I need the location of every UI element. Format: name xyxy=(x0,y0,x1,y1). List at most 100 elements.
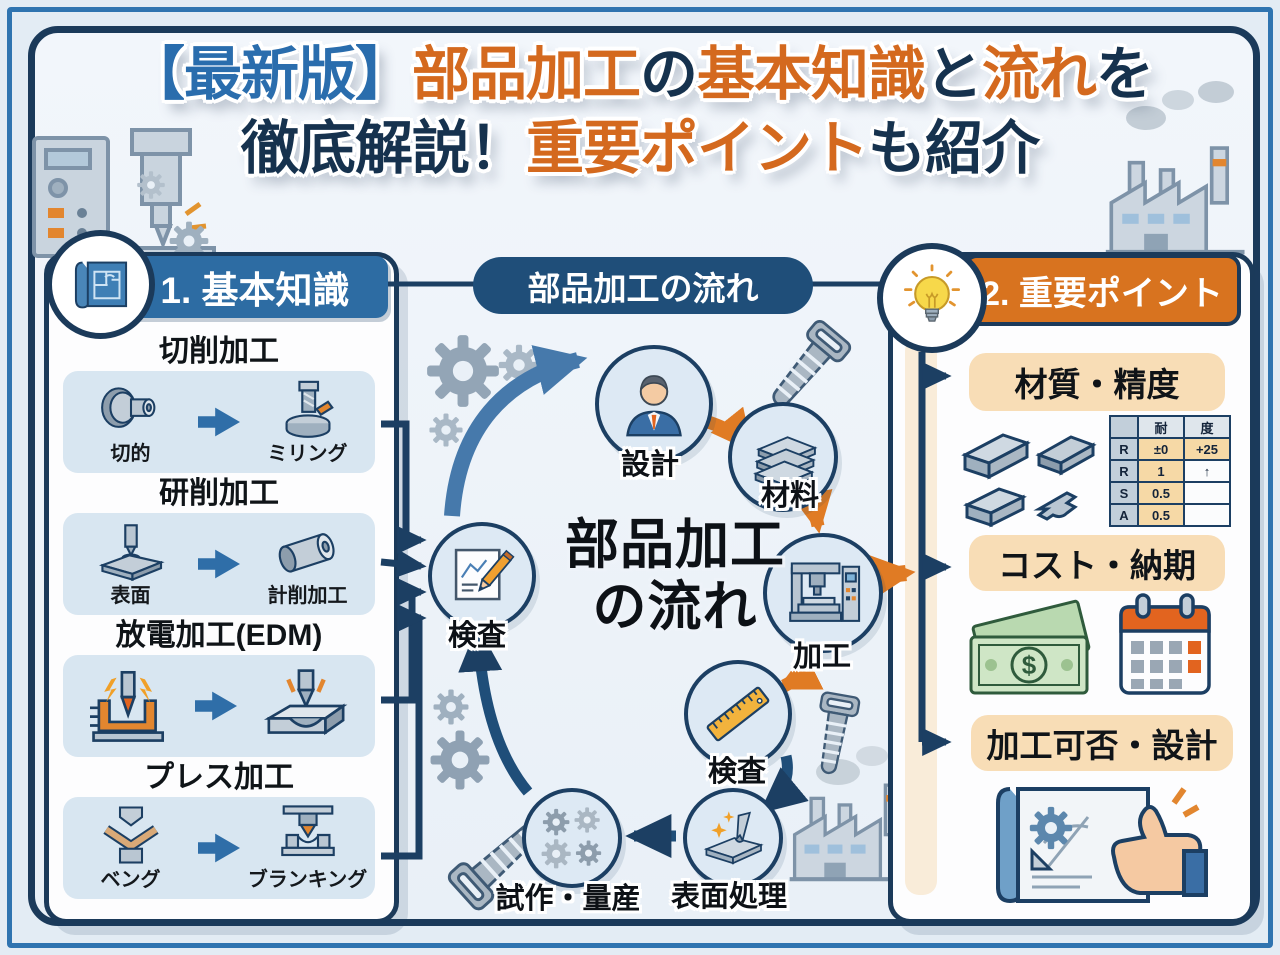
table-cell: 耐 xyxy=(1137,415,1185,439)
surface-polish-icon xyxy=(703,811,764,865)
node-surface-treatment xyxy=(683,788,783,888)
table-row: 耐 度 xyxy=(1109,415,1231,439)
title-segment: と xyxy=(925,42,983,107)
ruler-icon xyxy=(706,686,770,742)
precision-table: 耐 度 R ±0 +25 R 1 ↑ S 0.5 A 0.5 xyxy=(1109,415,1231,527)
edm-workpiece-icon xyxy=(263,669,348,736)
money-icon: $ xyxy=(969,599,1091,695)
points-accent-band xyxy=(905,337,937,895)
thumbs-up-blueprint-icon xyxy=(996,787,1208,904)
title-segment: 【最新版】 xyxy=(126,42,413,107)
title-segment: 流れ xyxy=(982,42,1097,107)
lightbulb-icon xyxy=(904,264,960,322)
basics-item-edm: 放電加工(EDM) xyxy=(63,619,375,757)
node-label-machining: 加工 xyxy=(792,641,852,673)
table-cell: 0.5 xyxy=(1137,481,1185,505)
title-segment: 重要ポイント xyxy=(525,116,869,182)
table-cell: 度 xyxy=(1183,415,1231,439)
node-label-design: 設計 xyxy=(620,449,680,481)
table-cell xyxy=(1183,481,1231,505)
arrow-right-icon xyxy=(198,549,240,579)
table-cell: 0.5 xyxy=(1137,503,1185,527)
flow-banner: 部品加工の流れ xyxy=(473,257,813,314)
svg-text:$: $ xyxy=(1022,650,1037,680)
drawing-check-icon xyxy=(454,548,515,601)
table-row: R ±0 +25 xyxy=(1109,437,1231,461)
basics-item-box xyxy=(63,655,375,757)
table-row: S 0.5 xyxy=(1109,481,1231,505)
table-cell: S xyxy=(1109,481,1139,505)
table-cell: R xyxy=(1109,459,1139,483)
table-cell xyxy=(1183,503,1231,527)
table-cell: R xyxy=(1109,437,1139,461)
node-label-inspection: 検査 xyxy=(707,756,767,788)
flow-center-title: 部品加工 の流れ xyxy=(535,514,815,638)
cnc-machine-icon xyxy=(789,562,861,622)
blueprint-badge xyxy=(46,230,155,339)
table-cell: +25 xyxy=(1183,437,1231,461)
basics-item-title: 研削加工 xyxy=(159,477,279,510)
node-label-surface: 表面処理 xyxy=(670,881,788,913)
lightbulb-badge xyxy=(877,243,987,353)
icon-label: ミリング xyxy=(267,442,348,465)
material-sheets-icon xyxy=(753,436,818,492)
ground-cylinder-icon xyxy=(278,532,335,573)
basics-item-box: ベング xyxy=(63,797,375,899)
calendar-icon xyxy=(1119,593,1211,695)
table-cell: 1 xyxy=(1137,459,1185,483)
point-cost-delivery: コスト・納期 xyxy=(969,535,1225,591)
title-line-2: 徹底解説！重要ポイントも紹介 xyxy=(50,112,1230,186)
arrow-right-icon xyxy=(198,407,240,437)
node-label-prototype: 試作・量産 xyxy=(495,883,641,915)
node-label-inspection-left: 検査 xyxy=(447,620,507,652)
title-segment: も紹介 xyxy=(868,116,1040,182)
blanking-icon xyxy=(280,804,335,856)
node-machining xyxy=(763,533,883,653)
node-inspection-drawing xyxy=(428,522,536,630)
title-segment: 基本知識 xyxy=(696,42,926,107)
table-row: A 0.5 xyxy=(1109,503,1231,527)
milling-tool-icon xyxy=(285,380,334,438)
basics-item-title: 切削加工 xyxy=(159,335,279,368)
table-row: R 1 ↑ xyxy=(1109,459,1231,483)
title-segment: の xyxy=(639,42,698,107)
title-segment: 徹底解説！ xyxy=(240,116,527,182)
basics-item-cutting: 切削加工 切的 xyxy=(63,335,375,473)
surface-grinder-icon xyxy=(98,523,165,581)
node-inspection-ruler xyxy=(684,660,792,768)
table-cell: ±0 xyxy=(1137,437,1185,461)
points-panel: 材質・精度 耐 度 R ±0 xyxy=(888,252,1255,924)
point-material-precision: 材質・精度 xyxy=(969,353,1225,411)
basics-item-press: プレス加工 ベング xyxy=(63,761,375,899)
arrow-right-icon xyxy=(195,691,237,721)
icon-label: 計削加工 xyxy=(267,584,348,607)
title-segment: 部品加工 xyxy=(411,42,641,107)
node-design xyxy=(595,345,713,463)
metal-profiles-icon xyxy=(961,433,1097,528)
lathe-part-icon xyxy=(100,386,155,428)
flow-center-title-line1: 部品加工 xyxy=(565,515,785,575)
table-cell xyxy=(1109,415,1139,439)
icon-label: ベング xyxy=(100,868,161,891)
points-header: 2. 重要ポイント xyxy=(963,254,1241,326)
title-line-1: 【最新版】部品加工の基本知識と流れを xyxy=(50,38,1230,112)
designer-person-icon xyxy=(626,375,682,437)
icon-label: 表面 xyxy=(110,584,151,607)
page-title: 【最新版】部品加工の基本知識と流れを 徹底解説！重要ポイントも紹介 xyxy=(50,38,1230,186)
outer-frame xyxy=(7,7,1273,948)
icon-label: ブランキング xyxy=(247,868,368,891)
icon-label: 切的 xyxy=(110,442,151,465)
basics-item-box: 切的 xyxy=(63,371,375,473)
basics-item-title: プレス加工 xyxy=(144,761,294,794)
bending-icon xyxy=(102,805,159,864)
node-label-material: 材料 xyxy=(760,480,820,512)
table-cell: ↑ xyxy=(1183,459,1231,483)
flow-center-title-line2: の流れ xyxy=(592,577,758,638)
title-segment: を xyxy=(1096,42,1154,107)
arrow-right-icon xyxy=(198,833,240,863)
blueprint-icon xyxy=(74,261,127,308)
basics-panel: 切削加工 切的 xyxy=(44,252,399,924)
table-cell: A xyxy=(1109,503,1139,527)
gears-icon xyxy=(541,807,602,869)
